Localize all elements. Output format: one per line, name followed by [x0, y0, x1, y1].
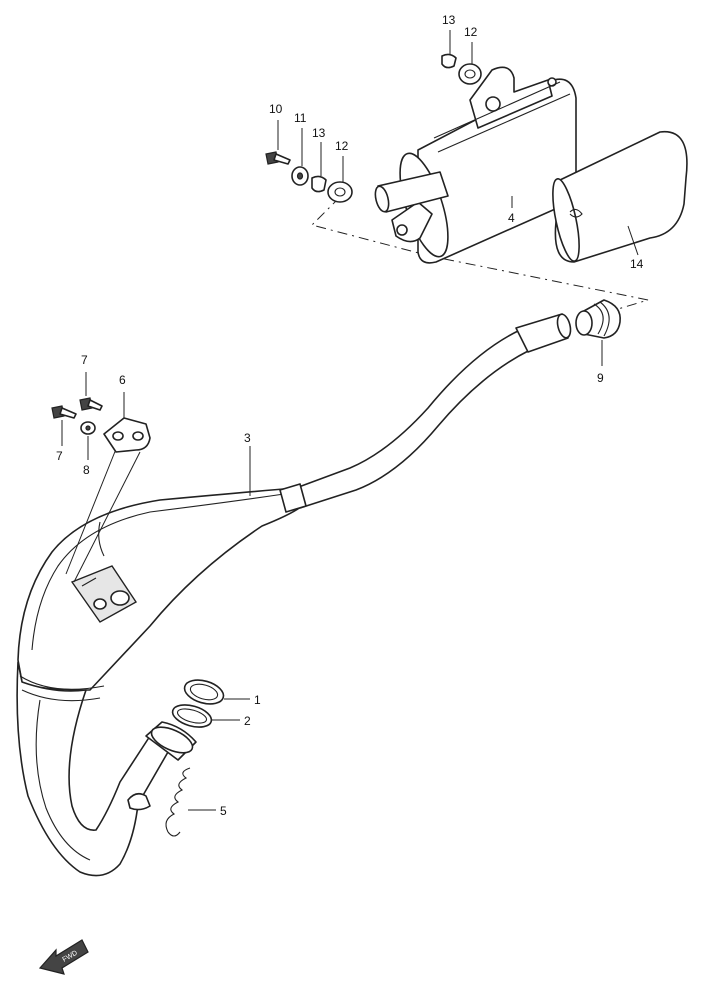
callout-labels: 1 2 3 4 5 6 7 7 8 9 10 11 12 12 13 13 14 — [56, 13, 644, 818]
callout-7-lower: 7 — [56, 449, 63, 463]
front-direction-arrow-icon: FWD — [38, 939, 89, 975]
callout-13-upper: 13 — [442, 13, 456, 27]
joint-seal — [575, 299, 621, 366]
exhaust-pipe — [16, 313, 572, 877]
callout-6: 6 — [119, 373, 126, 387]
muffler-body — [374, 66, 577, 264]
callout-11: 11 — [294, 111, 307, 125]
bracket — [103, 392, 151, 453]
silencer-packing — [552, 130, 688, 263]
callout-12-lower: 12 — [335, 139, 349, 153]
callout-4: 4 — [508, 211, 515, 225]
callout-14: 14 — [630, 257, 644, 271]
spring — [165, 767, 216, 837]
callout-13-lower: 13 — [312, 126, 326, 140]
callout-12-upper: 12 — [464, 25, 478, 39]
callout-1: 1 — [254, 693, 261, 707]
callout-5: 5 — [220, 804, 227, 818]
callout-9: 9 — [597, 371, 604, 385]
callout-8: 8 — [83, 463, 90, 477]
bolts-and-washer — [51, 372, 103, 460]
callout-10: 10 — [269, 102, 283, 116]
mounting-hardware — [265, 30, 482, 203]
callout-2: 2 — [244, 714, 251, 728]
gaskets — [171, 679, 250, 728]
callout-7-upper: 7 — [81, 353, 88, 367]
callout-3: 3 — [244, 431, 251, 445]
